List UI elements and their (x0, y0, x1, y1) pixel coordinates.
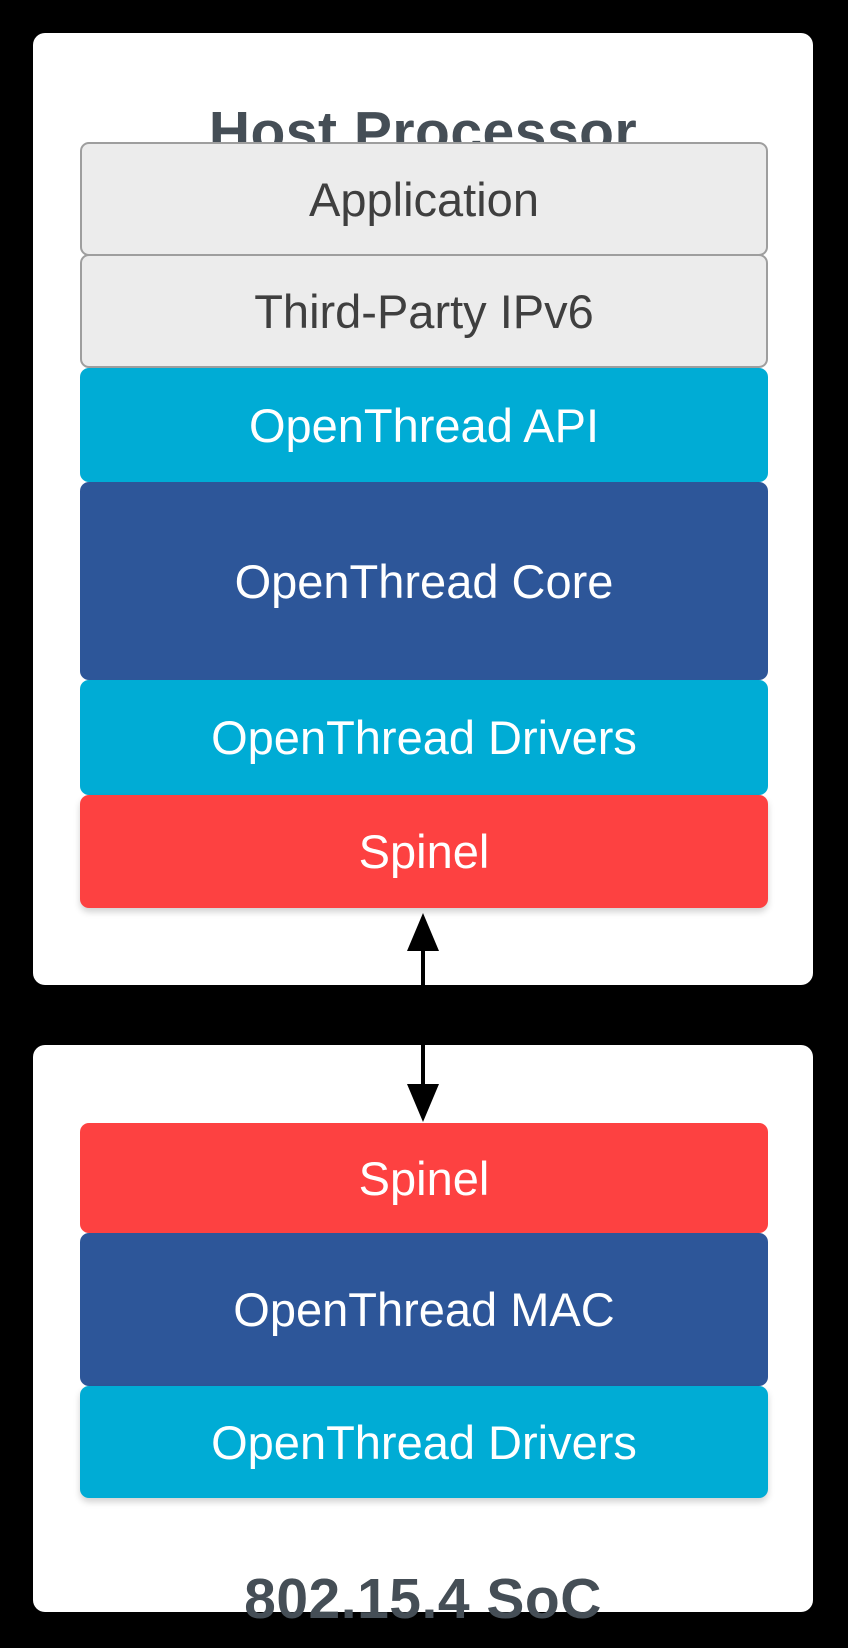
connector-arrow-lower-segment (407, 1045, 439, 1122)
layer-openthread-core: OpenThread Core (80, 482, 768, 680)
layer-openthread-api-label: OpenThread API (248, 398, 600, 452)
layer-third-party-ipv6-label: Third-Party IPv6 (254, 284, 594, 338)
layer-openthread-drivers-host-label: OpenThread Drivers (211, 711, 637, 764)
layer-spinel-soc-label: Spinel (358, 1151, 490, 1205)
layer-openthread-api: OpenThread API (80, 368, 768, 482)
layer-openthread-drivers-host: OpenThread Drivers (80, 680, 768, 795)
layer-spinel-soc: Spinel (80, 1123, 768, 1233)
arrow-shaft (421, 1045, 425, 1084)
host-layer-stack: Application Third-Party IPv6 OpenThread … (80, 142, 768, 908)
connector-arrow-upper-segment (407, 913, 439, 985)
layer-openthread-mac-label: OpenThread MAC (233, 1283, 615, 1336)
layer-openthread-drivers-soc-label: OpenThread Drivers (211, 1415, 637, 1469)
layer-application-label: Application (309, 172, 539, 226)
layer-application: Application (80, 142, 768, 256)
layer-spinel-host: Spinel (80, 795, 768, 908)
arrowhead-up-icon (407, 913, 439, 951)
layer-third-party-ipv6: Third-Party IPv6 (80, 254, 768, 368)
soc-title: 802.15.4 SoC (244, 1567, 602, 1632)
layer-spinel-host-label: Spinel (358, 825, 490, 878)
layer-openthread-core-label: OpenThread Core (234, 554, 614, 608)
layer-openthread-mac: OpenThread MAC (80, 1233, 768, 1386)
soc-layer-stack: Spinel OpenThread MAC OpenThread Drivers (80, 1123, 768, 1498)
layer-openthread-drivers-soc: OpenThread Drivers (80, 1386, 768, 1498)
arrow-shaft (421, 951, 425, 985)
soc-panel: Spinel OpenThread MAC OpenThread Drivers… (33, 1045, 813, 1631)
host-processor-panel: Host Processor Application Third-Party I… (33, 33, 813, 985)
arrowhead-down-icon (407, 1084, 439, 1122)
